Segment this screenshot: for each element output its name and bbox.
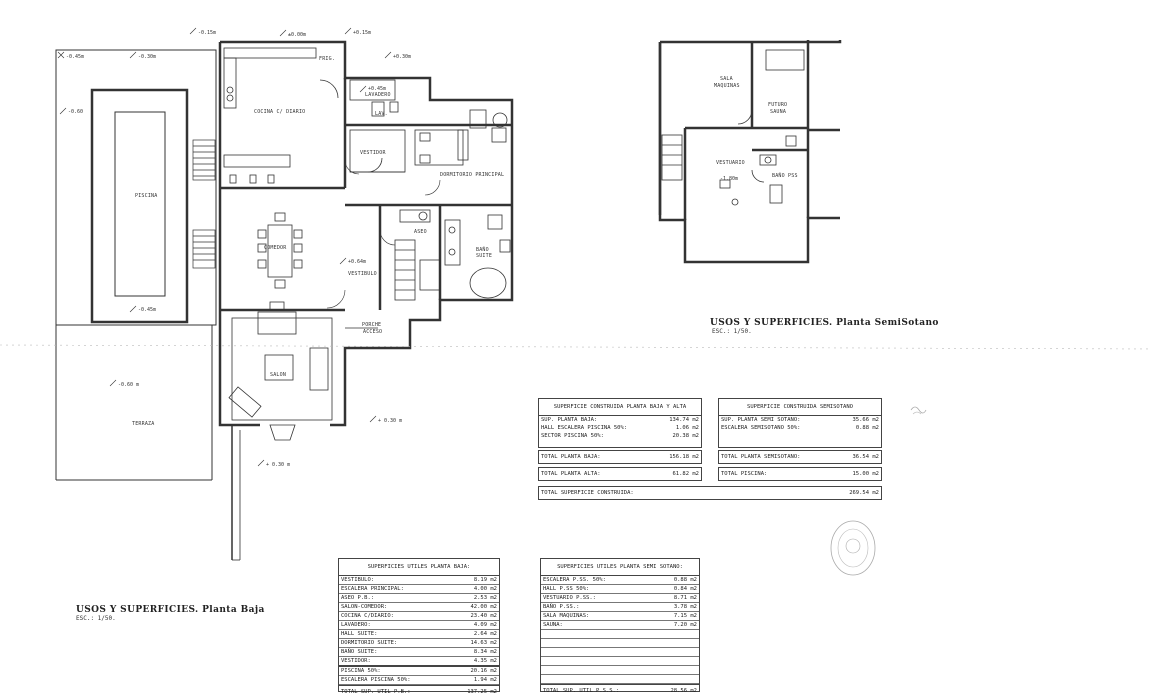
- table-row: HALL SUITE:2.64 m2: [339, 631, 499, 639]
- level-label: +0.30m: [393, 54, 411, 60]
- table-row: ESCALERA SEMISOTANO 50%:0.88 m2: [721, 425, 879, 431]
- ground-floor-scale: ESC.: 1/50.: [76, 615, 116, 622]
- table-row: SAUNA:7.20 m2: [541, 622, 699, 630]
- room-label-frig: FRIG.: [319, 56, 335, 62]
- table-header: SUPERFICIE CONSTRUIDA PLANTA BAJA Y ALTA: [539, 399, 701, 416]
- table-row: VESTIBULO:8.19 m2: [339, 577, 499, 585]
- stamp-seal-icon: [830, 520, 876, 576]
- table-row: ESCALERA PRINCIPAL:4.00 m2: [339, 586, 499, 594]
- room-label-terraza: TERRAZA: [132, 421, 154, 427]
- table-row: VESTIDOR:4.35 m2: [339, 657, 499, 667]
- table-row: SECTOR PISCINA 50%:20.38 m2: [541, 433, 699, 439]
- level-label: -1.80m: [720, 176, 738, 182]
- table-row-blank: [541, 639, 699, 648]
- table-header: SUPERFICIES UTILES PLANTA SEMI SOTANO:: [541, 559, 699, 576]
- total-semi-box: TOTAL PLANTA SEMISOTANO:36.54 m2: [718, 450, 882, 464]
- table-header: SUPERFICIE CONSTRUIDA SEMISOTANO: [719, 399, 881, 416]
- room-label-piscina: PISCINA: [135, 193, 157, 199]
- level-label: ±0.00m: [288, 32, 306, 38]
- total-baja-box: TOTAL PLANTA BAJA:156.18 m2: [538, 450, 702, 464]
- room-label-bano-pss: BAÑO PSS: [772, 172, 798, 179]
- table-row-blank: [541, 648, 699, 657]
- semi-basement-scale: ESC.: 1/50.: [712, 328, 752, 335]
- room-label-vestibulo: VESTIBULO: [348, 271, 377, 277]
- total-built-box: TOTAL SUPERFICIE CONSTRUIDA:269.54 m2: [538, 486, 882, 500]
- room-label-lavadero: LAVADERO: [365, 92, 391, 98]
- table-row: BAÑO P.SS.:3.78 m2: [541, 604, 699, 612]
- level-label: + 0.30 m: [266, 462, 290, 468]
- table-row: ASEO P.B.:2.53 m2: [339, 595, 499, 603]
- level-label: +0.64m: [348, 259, 366, 265]
- built-area-baja-alta-table: SUPERFICIE CONSTRUIDA PLANTA BAJA Y ALTA…: [538, 398, 702, 448]
- room-label-sala-maquinas-2: MAQUINAS: [714, 83, 740, 89]
- level-label: -0.60: [68, 109, 83, 115]
- room-label-comedor: COMEDOR: [264, 245, 287, 251]
- level-label: -0.60 m: [118, 382, 139, 388]
- room-label-sala-maquinas: SALA: [720, 76, 733, 82]
- table-row-blank: [541, 666, 699, 675]
- table-row: SUP. PLANTA BAJA:134.74 m2: [541, 417, 699, 423]
- table-row: SALA MAQUINAS:7.15 m2: [541, 613, 699, 621]
- room-label-vestuario: VESTUARIO: [716, 160, 745, 166]
- table-row-blank: [541, 657, 699, 666]
- level-label: +0.15m: [353, 30, 371, 36]
- room-label-bano-suite-2: SUITE: [476, 253, 492, 259]
- level-label: +0.45m: [368, 86, 386, 92]
- semi-basement-title: USOS Y SUPERFICIES. Planta SemiSotano: [710, 318, 939, 328]
- table-row-blank: [541, 675, 699, 684]
- table-total-row: TOTAL SUP. UTIL P.B.:137.25 m2: [339, 685, 499, 698]
- room-label-aseo: ASEO: [414, 229, 427, 235]
- table-row: ESCALERA PISCINA 50%:1.94 m2: [339, 677, 499, 685]
- level-label: -0.15m: [198, 30, 216, 36]
- scribble-mark-icon: [910, 406, 927, 415]
- useful-area-baja-table: SUPERFICIES UTILES PLANTA BAJA: VESTIBUL…: [338, 558, 500, 695]
- room-label-acceso: ACCESO: [363, 329, 382, 335]
- built-area-semi-table: SUPERFICIE CONSTRUIDA SEMISOTANO SUP. PL…: [718, 398, 882, 448]
- room-label-sauna-2: SAUNA: [770, 109, 786, 115]
- table-header: SUPERFICIES UTILES PLANTA BAJA:: [339, 559, 499, 576]
- table-row: LAVADERO:4.09 m2: [339, 622, 499, 630]
- room-label-sauna: FUTURO: [768, 102, 787, 108]
- room-label-bano-suite: BAÑO: [476, 246, 489, 253]
- table-row: HALL ESCALERA PISCINA 50%:1.06 m2: [541, 425, 699, 431]
- table-row-blank: [541, 630, 699, 639]
- level-label: -0.30m: [138, 54, 156, 60]
- table-row: SUP. PLANTA SEMI SOTANO:35.66 m2: [721, 417, 879, 423]
- table-row: VESTUARIO P.SS.:8.71 m2: [541, 595, 699, 603]
- room-label-vestidor: VESTIDOR: [360, 150, 386, 156]
- level-label: + 0.30 m: [378, 418, 402, 424]
- room-label-lav: LAV.: [375, 111, 388, 117]
- table-row: HALL P.SS 50%:0.84 m2: [541, 586, 699, 594]
- table-row: BAÑO SUITE:8.34 m2: [339, 649, 499, 657]
- total-alta-box: TOTAL PLANTA ALTA:61.82 m2: [538, 467, 702, 481]
- table-row: PISCINA 50%:20.16 m2: [339, 668, 499, 676]
- table-row: ESCALERA P.SS. 50%:0.88 m2: [541, 577, 699, 585]
- pool-area: [55, 49, 217, 481]
- table-total-row: TOTAL SUP. UTIL P.S.S.:28.56 m2: [541, 684, 699, 697]
- total-piscina-box: TOTAL PISCINA:15.00 m2: [718, 467, 882, 481]
- room-label-cocina: COCINA C/ DIARIO: [254, 109, 305, 115]
- semi-basement-walls: [658, 40, 842, 264]
- room-label-porche: PORCHE: [362, 322, 381, 328]
- useful-area-semi-table: SUPERFICIES UTILES PLANTA SEMI SOTANO: E…: [540, 558, 700, 694]
- level-label: -0.45m: [66, 54, 84, 60]
- level-label: -0.45m: [138, 307, 156, 313]
- table-row: SALON-COMEDOR:42.00 m2: [339, 604, 499, 612]
- room-label-dormitorio: DORMITORIO PRINCIPAL: [440, 172, 504, 178]
- table-row: DORMITORIO SUITE:14.63 m2: [339, 640, 499, 648]
- table-row: COCINA C/DIARIO:23.40 m2: [339, 613, 499, 621]
- room-label-salon: SALON: [270, 372, 286, 378]
- house-walls: [218, 40, 514, 427]
- ground-floor-title: USOS Y SUPERFICIES. Planta Baja: [76, 605, 265, 615]
